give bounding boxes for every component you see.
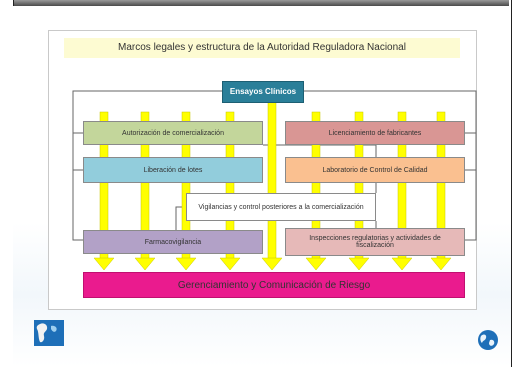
globe-logo-icon	[478, 330, 498, 350]
right-border	[511, 0, 512, 367]
autorizacion-box: Autorización de comercialización	[83, 121, 263, 145]
inspecciones-box: Inspecciones regulatorias y actividades …	[285, 228, 465, 256]
laboratorio-box: Laboratorio de Control de Calidad	[285, 157, 465, 183]
licenciamiento-box: Licenciamiento de fabricantes	[285, 121, 465, 145]
farmacovigilancia-box: Farmacovigilancia	[83, 230, 263, 254]
globe-americas-logo-icon	[34, 320, 64, 346]
vigilancias-box: Vigilancias y control posteriores a la c…	[186, 193, 376, 221]
liberacion-box: Liberación de lotes	[83, 157, 263, 183]
riesgo-box: Gerenciamiento y Comunicación de Riesgo	[83, 272, 465, 298]
diagram-title: Marcos legales y estructura de la Autori…	[64, 38, 460, 58]
ensayos-clinicos-box: Ensayos Clínicos	[222, 81, 304, 103]
top-bar	[14, 0, 509, 6]
